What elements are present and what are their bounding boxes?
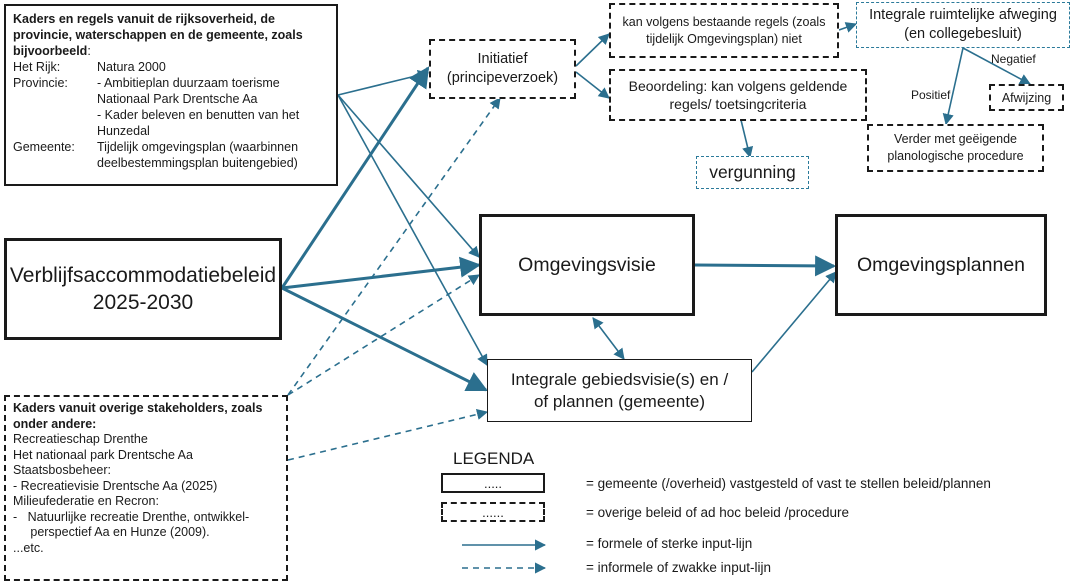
kan-niet-box: kan volgens bestaande regels (zoals tijd…	[609, 3, 839, 58]
kaders-stakeholders-box: Kaders vanuit overige stakeholders, zoal…	[4, 395, 288, 581]
negatief-label: Negatief	[991, 52, 1036, 66]
arrow-kaders-to-omgevingsvisie	[337, 94, 480, 258]
legend-solid-sample: .....	[441, 473, 545, 493]
legend-dashed-sample: ......	[441, 502, 545, 522]
stakeholders-heading: Kaders vanuit overige stakeholders, zoal…	[13, 401, 263, 431]
legend-solid-desc: = gemeente (/overheid) vastgesteld of va…	[586, 476, 991, 491]
legend-title: LEGENDA	[453, 449, 535, 468]
arrow-kaders-to-gebiedsvisie	[337, 94, 488, 366]
arrow-afweging-to-afwijzing	[962, 47, 1031, 85]
arrow-initiatief-to-beoordeling	[575, 71, 610, 99]
stakeholder-line: - Natuurlijke recreatie Drenthe, ontwikk…	[13, 509, 250, 524]
omgevingsplannen-box: Omgevingsplannen	[835, 214, 1047, 316]
vergunning-box: vergunning	[696, 156, 809, 189]
arrow-afweging-to-verder	[942, 47, 964, 126]
gebiedsvisie-box: Integrale gebiedsvisie(s) en / of planne…	[487, 359, 752, 422]
legend-weak-desc: = informele of zwakke input-lijn	[586, 560, 771, 575]
arrow-omgevingsvisie-gebiedsvisie	[592, 317, 625, 360]
arrow-gebiedsvisie-to-plannen	[751, 271, 837, 373]
kaders-overheid-list: Het Rijk:Natura 2000 Provincie:- Ambitie…	[13, 60, 300, 170]
stakeholder-line: perspectief Aa en Hunze (2009).	[13, 525, 210, 539]
arrow-main-to-initiatief	[280, 66, 430, 289]
kaders-overheid-heading: Kaders en regels vanuit de rijksoverheid…	[13, 12, 303, 58]
arrow-beoordeling-to-vergunning	[740, 119, 754, 159]
stakeholder-line: Staatsbosbeheer:	[13, 463, 111, 477]
stakeholder-line: Milieufederatie en Recron:	[13, 494, 159, 508]
stakeholder-line: Recreatieschap Drenthe	[13, 432, 148, 446]
stakeholder-line: - Recreatievisie Drentsche Aa (2025)	[13, 478, 218, 493]
kaders-overheid-box: Kaders en regels vanuit de rijksoverheid…	[4, 4, 338, 186]
positief-label: Positief	[911, 88, 951, 102]
arrow-main-to-omgevingsvisie	[281, 256, 482, 290]
integrale-afweging-box: Integrale ruimtelijke afweging (en colle…	[856, 2, 1070, 48]
main-title-line1: Verblijfsaccommodatiebeleid	[9, 264, 277, 287]
arrow-stakeholders-to-gebiedsvisie	[287, 408, 489, 461]
arrow-main-to-gebiedsvisie	[281, 286, 488, 392]
stakeholder-line: Het nationaal park Drentsche Aa	[13, 447, 193, 462]
omgevingsvisie-box: Omgevingsvisie	[479, 214, 695, 316]
arrow-stakeholders-to-initiatief	[287, 97, 501, 396]
beoordeling-box: Beoordeling: kan volgens geldende regels…	[609, 69, 867, 121]
arrow-kaders-to-initiatief	[337, 69, 430, 96]
verder-box: Verder met geëigende planologische proce…	[867, 124, 1044, 172]
arrow-omgevingsvisie-to-plannen	[694, 255, 837, 277]
arrow-kan-niet-to-afweging	[838, 22, 858, 33]
afwijzing-box: Afwijzing	[989, 84, 1064, 111]
main-title-line2: 2025-2030	[92, 291, 194, 314]
verblijfsaccommodatiebeleid-box: Verblijfsaccommodatiebeleid 2025-2030	[4, 238, 282, 340]
stakeholder-line: ...etc.	[13, 540, 44, 555]
arrow-initiatief-to-kan-niet	[575, 33, 610, 67]
initiatief-box: Initiatief (principeverzoek)	[429, 39, 576, 99]
arrow-stakeholders-to-omgevingsvisie	[287, 274, 480, 396]
legend-dashed-desc: = overige beleid of ad hoc beleid /proce…	[586, 505, 850, 520]
legend-strong-desc: = formele of sterke input-lijn	[586, 536, 753, 551]
